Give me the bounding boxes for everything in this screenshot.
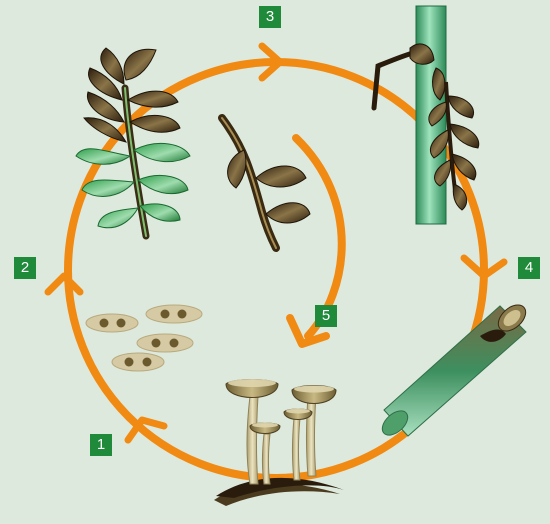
infected-ash-shoot [75, 47, 191, 240]
ring-chevron-top-icon [258, 42, 284, 82]
inner-arrow-head-icon [286, 314, 330, 348]
ascospores [85, 304, 203, 372]
ring-chevron-left-icon [44, 272, 84, 296]
spore [136, 333, 194, 353]
step-badge-3: 3 [259, 6, 281, 28]
fruiting-bodies [214, 379, 344, 506]
infected-ash-stem [371, 5, 480, 225]
fallen-leaf-rachis [218, 114, 311, 252]
spore [85, 313, 139, 333]
step-badge-5: 5 [315, 305, 337, 327]
ring-chevron-bottom-left-icon [124, 416, 168, 444]
spore [111, 352, 165, 372]
step-badge-2: 2 [14, 257, 36, 279]
cut-ash-branch [381, 304, 527, 437]
ring-chevron-right-icon [460, 254, 508, 280]
spore [145, 304, 203, 324]
step-badge-4: 4 [518, 257, 540, 279]
step-badge-1: 1 [90, 434, 112, 456]
